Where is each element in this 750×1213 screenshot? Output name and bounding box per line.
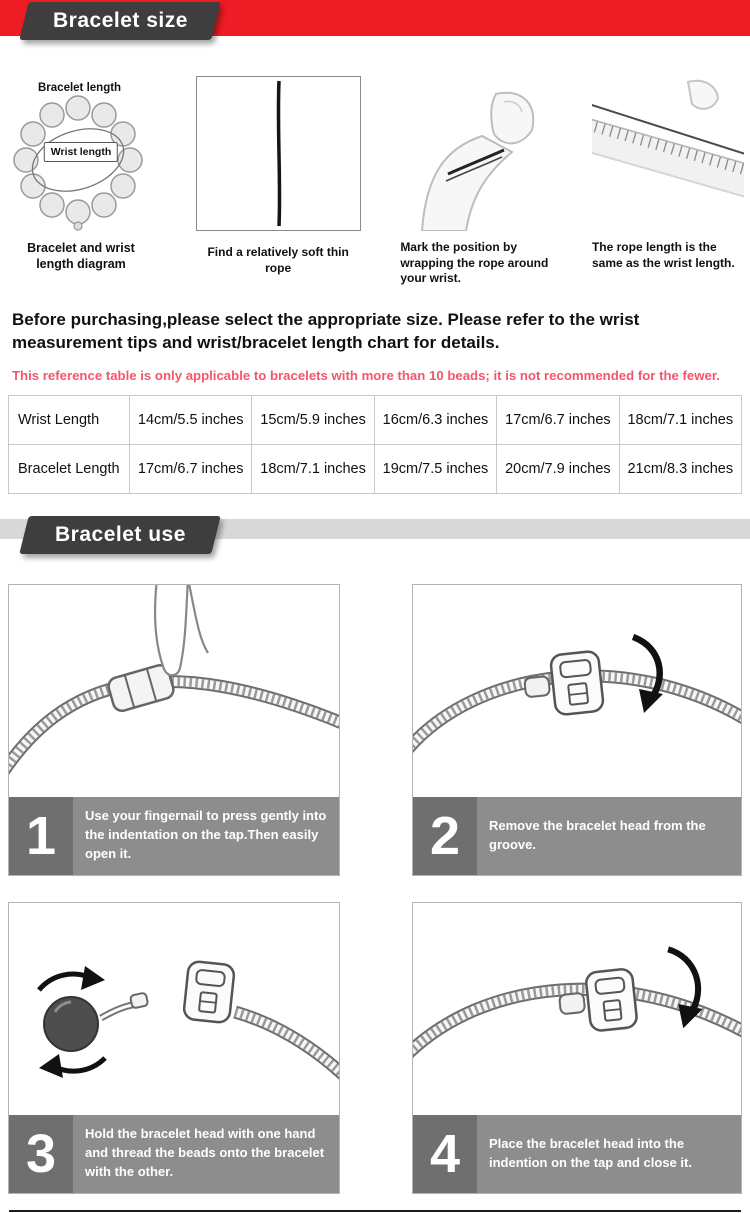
- use-step-2: 2 Remove the bracelet head from the groo…: [412, 583, 742, 876]
- wrist-length-label: Wrist length: [43, 142, 119, 162]
- step-1-caption: 1 Use your fingernail to press gently in…: [9, 796, 339, 875]
- step-1-illustration: [9, 584, 339, 797]
- table-cell: 18cm/7.1 inches: [251, 443, 375, 494]
- step-3-text: Hold the bracelet head with one hand and…: [85, 1126, 325, 1180]
- table-cell: 21cm/8.3 inches: [618, 443, 743, 494]
- bracelet-illustration: [13, 95, 143, 231]
- measure-panel-diagram: Bracelet length Wrist length Bracelet an…: [6, 76, 156, 287]
- rope-image: [195, 76, 361, 231]
- use-step-1: 1 Use your fingernail to press gently in…: [8, 583, 340, 876]
- table-cell: 19cm/7.5 inches: [373, 443, 498, 494]
- use-step-3: 3 Hold the bracelet head with one hand a…: [8, 901, 340, 1194]
- step-4-number: 4: [413, 1114, 477, 1193]
- ruler-illustration: [575, 79, 750, 205]
- bracelet-size-ribbon: Bracelet size: [19, 2, 221, 40]
- reference-note: This reference table is only applicable …: [12, 367, 720, 383]
- measure-panel-rope: Find a relatively soft thin rope: [195, 76, 361, 287]
- close-clasp-icon: [413, 946, 741, 1058]
- thread-beads-icon: [37, 960, 339, 1080]
- step-3-caption: 3 Hold the bracelet head with one hand a…: [9, 1114, 339, 1193]
- table-cell: 16cm/6.3 inches: [373, 394, 498, 445]
- bracelet-diagram-image: Bracelet length Wrist length: [6, 76, 156, 231]
- step-3-number: 3: [9, 1114, 73, 1193]
- intro-text: Before purchasing,please select the appr…: [12, 309, 640, 352]
- size-table: Wrist Length 14cm/5.5 inches 15cm/5.9 in…: [8, 394, 743, 494]
- use-step-4: 4 Place the bracelet head into the inden…: [412, 901, 742, 1194]
- table-cell: 15cm/5.9 inches: [251, 394, 375, 445]
- step-2-illustration: [413, 585, 741, 797]
- bracelet-length-row: Bracelet Length 17cm/6.7 inches 18cm/7.1…: [8, 443, 743, 494]
- measure-caption-rope: Find a relatively soft thin rope: [207, 245, 349, 275]
- step-2-caption: 2 Remove the bracelet head from the groo…: [413, 796, 741, 875]
- bracelet-length-label: Bracelet length: [36, 82, 124, 94]
- open-clasp-icon: [9, 584, 339, 775]
- bracelet-use-banner: Bracelet use: [0, 514, 750, 560]
- measure-row: Bracelet length Wrist length Bracelet an…: [0, 76, 750, 287]
- bracelet-size-title: Bracelet size: [52, 9, 188, 32]
- ruler-image: [575, 76, 750, 231]
- wrap-wrist-illustration: [421, 91, 535, 232]
- bracelet-use-ribbon: Bracelet use: [19, 515, 221, 554]
- table-cell: 17cm/6.7 inches: [496, 394, 620, 445]
- measure-panel-ruler: The rope length is the same as the wrist…: [575, 76, 750, 287]
- measure-panel-wrap: Mark the position by wrapping the rope a…: [400, 76, 552, 287]
- step-2-number: 2: [413, 796, 477, 875]
- step-4-illustration: [413, 903, 741, 1115]
- step-4-text: Place the bracelet head into the indenti…: [489, 1135, 692, 1170]
- step-2-text: Remove the bracelet head from the groove…: [489, 817, 706, 852]
- measure-caption-ruler: The rope length is the same as the wrist…: [591, 240, 735, 270]
- step-3-illustration: [9, 903, 339, 1115]
- step-4-caption: 4 Place the bracelet head into the inden…: [413, 1114, 741, 1193]
- row-label-wrist: Wrist Length: [8, 394, 130, 445]
- bottom-divider: [9, 1209, 741, 1212]
- wrist-length-row: Wrist Length 14cm/5.5 inches 15cm/5.9 in…: [8, 394, 743, 445]
- wrap-wrist-image: [400, 76, 552, 232]
- step-1-number: 1: [9, 796, 73, 875]
- remove-head-icon: [413, 633, 741, 753]
- table-cell: 17cm/6.7 inches: [128, 443, 253, 494]
- table-cell: 18cm/7.1 inches: [618, 394, 743, 445]
- bracelet-size-banner: Bracelet size: [0, 0, 750, 42]
- table-cell: 14cm/5.5 inches: [128, 394, 253, 445]
- row-label-bracelet: Bracelet Length: [8, 443, 130, 494]
- use-steps-grid: 1 Use your fingernail to press gently in…: [8, 583, 742, 1194]
- bracelet-use-title: Bracelet use: [54, 522, 186, 546]
- measure-caption-diagram: Bracelet and wrist length diagram: [27, 241, 135, 272]
- rope-illustration: [276, 80, 281, 227]
- table-cell: 20cm/7.9 inches: [496, 443, 620, 494]
- step-1-text: Use your fingernail to press gently into…: [85, 808, 327, 862]
- measure-caption-wrap: Mark the position by wrapping the rope a…: [400, 240, 549, 286]
